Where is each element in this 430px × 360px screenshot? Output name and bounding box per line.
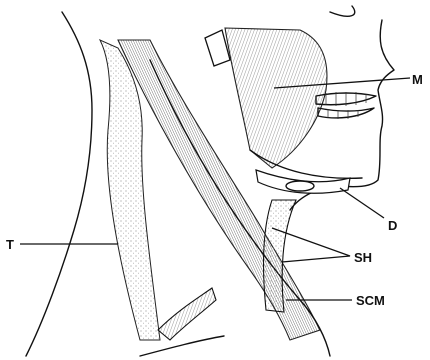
label-strap-muscles: SH: [354, 250, 372, 265]
neck-back-outline: [26, 12, 92, 356]
clavicle-region: [158, 288, 216, 340]
label-trapezius: T: [6, 237, 14, 252]
label-masseter: M: [412, 72, 423, 87]
label-digastric: D: [388, 218, 397, 233]
label-sternocleidomastoid: SCM: [356, 293, 385, 308]
masseter-muscle: [225, 28, 327, 168]
leader-d: [340, 188, 384, 218]
